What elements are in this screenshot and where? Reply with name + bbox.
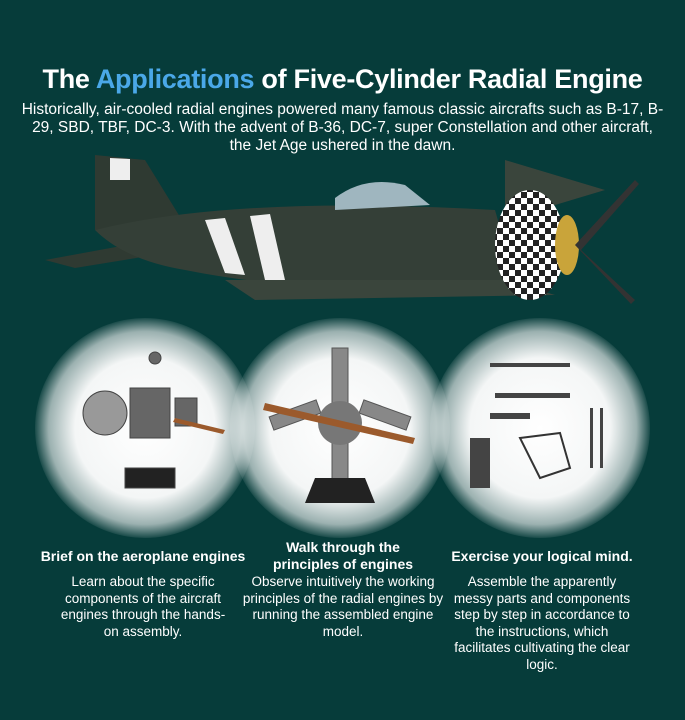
feature-title: Walk through the principles of engines [272,539,414,572]
title-highlight: Applications [95,64,255,94]
feature-logic: Exercise your logical mind. Assemble the… [437,538,647,673]
engine-parts-photo [35,318,255,538]
title-prefix: The [42,64,96,94]
exploded-engine-illustration [82,351,225,489]
intro-text: Historically, air-cooled radial engines … [21,101,664,154]
feature-text: Assemble the apparently messy parts and … [453,574,631,672]
assembled-engine-illustration [263,347,415,503]
feature-principles: Walk through the principles of engines O… [238,538,448,640]
feature-title: Brief on the aeroplane engines [40,547,246,564]
parts-sheet-illustration [470,363,603,488]
page-title: The Applications of Five-Cylinder Radial… [0,64,685,95]
aircraft-image [45,155,639,304]
assembled-engine-photo [230,318,450,538]
feature-title: Exercise your logical mind. [451,547,633,564]
feature-text: Observe intuitively the working principl… [242,574,444,639]
feature-brief: Brief on the aeroplane engines Learn abo… [38,538,248,640]
feature-text: Learn about the specific components of t… [60,574,226,639]
title-suffix: of Five-Cylinder Radial Engine [254,64,643,94]
loose-parts-photo [430,318,650,538]
